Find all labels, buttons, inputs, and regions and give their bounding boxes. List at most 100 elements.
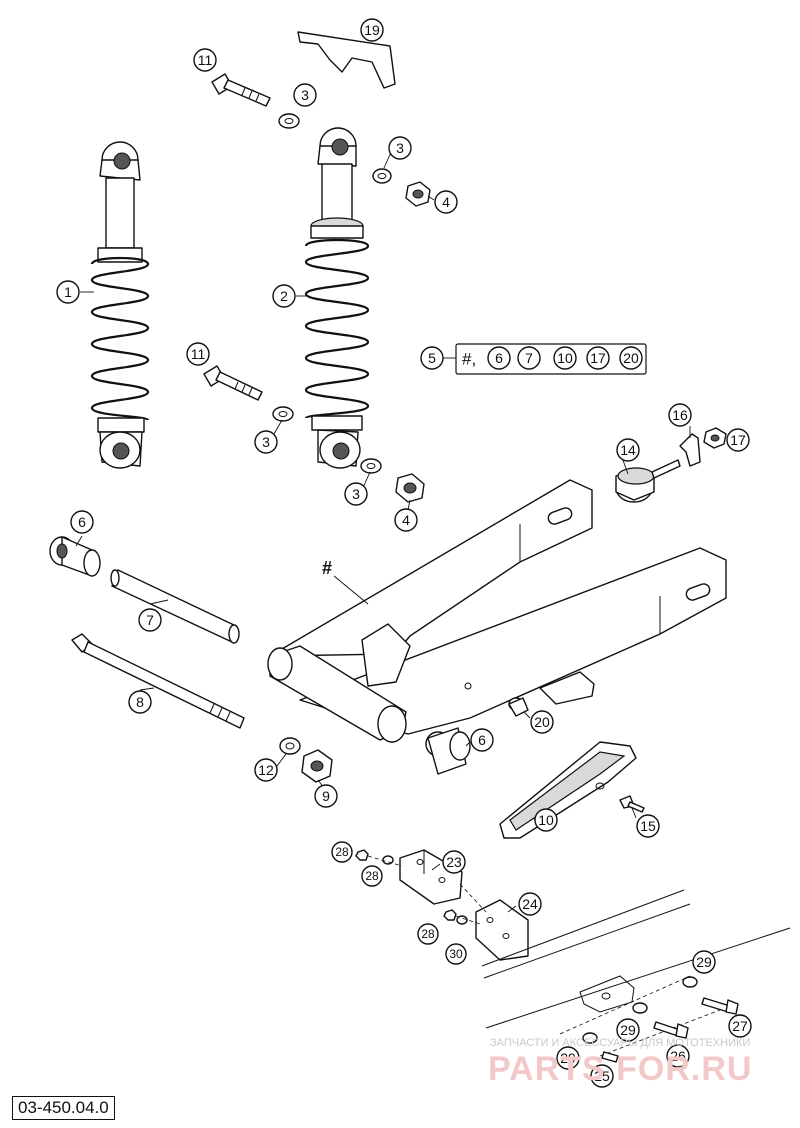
callout-3-lower: 3 xyxy=(344,482,368,506)
callout-3-top: 3 xyxy=(293,83,317,107)
callout-28-a: 28 xyxy=(331,841,353,863)
part-swingarm xyxy=(267,479,727,743)
callout-29-middle: 29 xyxy=(616,1018,640,1042)
svg-text:17: 17 xyxy=(730,432,746,448)
svg-text:3: 3 xyxy=(301,87,309,103)
part-washer-30 xyxy=(456,915,468,925)
callout-25: 25 xyxy=(590,1064,614,1088)
callout-4-lower: 4 xyxy=(394,508,418,532)
callout-12: 12 xyxy=(254,758,278,782)
callout-11-middle: 11 xyxy=(186,342,210,366)
callout-24: 24 xyxy=(518,892,542,916)
part-bracket-24 xyxy=(475,899,529,961)
part-bolt-25 xyxy=(601,1051,619,1063)
svg-text:12: 12 xyxy=(258,762,274,778)
part-shock-absorber-1 xyxy=(90,141,150,469)
kit-item-10: 10 xyxy=(553,346,577,370)
part-bracket-15 xyxy=(679,433,701,467)
svg-text:4: 4 xyxy=(442,194,450,210)
part-bolt-27 xyxy=(701,997,739,1015)
callout-20: 20 xyxy=(530,710,554,734)
svg-text:3: 3 xyxy=(352,486,360,502)
svg-text:1: 1 xyxy=(64,284,72,300)
svg-text:23: 23 xyxy=(446,854,462,870)
part-nut-16 xyxy=(703,427,727,449)
svg-text:3: 3 xyxy=(262,434,270,450)
swingarm-hash-label: # xyxy=(322,558,332,578)
svg-text:29: 29 xyxy=(560,1050,576,1066)
callout-6-right: 6 xyxy=(470,728,494,752)
callout-26: 26 xyxy=(666,1044,690,1068)
callout-15: 16 xyxy=(668,403,692,427)
diagram-code-label: 03-450.04.0 xyxy=(12,1096,115,1120)
watermark-brand: PARTS FOR.RU xyxy=(488,1050,752,1088)
callout-2: 2 xyxy=(272,284,296,308)
svg-text:4: 4 xyxy=(402,512,410,528)
callout-17: 15 xyxy=(636,814,660,838)
callout-28-c: 28 xyxy=(417,923,439,945)
kit-hash-label: #, xyxy=(462,350,476,369)
svg-text:7: 7 xyxy=(146,612,154,628)
svg-text:28: 28 xyxy=(365,869,379,883)
svg-text:2: 2 xyxy=(280,288,288,304)
svg-text:29: 29 xyxy=(696,954,712,970)
part-washer-29-right xyxy=(682,976,698,988)
callout-28-b: 28 xyxy=(361,865,383,887)
callout-8: 8 xyxy=(128,690,152,714)
svg-text:25: 25 xyxy=(594,1068,610,1084)
callout-27: 27 xyxy=(728,1014,752,1038)
svg-text:8: 8 xyxy=(136,694,144,710)
part-bolt-top xyxy=(211,73,271,107)
svg-text:11: 11 xyxy=(198,52,213,68)
kit-item-20: 20 xyxy=(619,346,643,370)
callout-29-left: 29 xyxy=(556,1046,580,1070)
part-shock-absorber-2 xyxy=(304,127,370,469)
part-washer-29-middle xyxy=(632,1002,648,1014)
svg-text:30: 30 xyxy=(449,947,463,961)
part-nut-28-c xyxy=(443,909,457,921)
svg-text:28: 28 xyxy=(335,845,349,859)
svg-text:20: 20 xyxy=(534,714,550,730)
callout-5: 5 xyxy=(420,346,444,370)
part-nut-4-top xyxy=(405,181,431,207)
svg-text:27: 27 xyxy=(732,1018,748,1034)
part-bolt-middle xyxy=(203,365,263,401)
callout-6-left: 6 xyxy=(70,510,94,534)
part-washer-3-top xyxy=(278,113,300,129)
callout-3-middle: 3 xyxy=(254,430,278,454)
callout-29-right: 29 xyxy=(692,950,716,974)
callout-9: 9 xyxy=(314,784,338,808)
kit-item-17: 17 xyxy=(586,346,610,370)
part-washer-3-lower xyxy=(360,458,382,474)
kit-item-7: 7 xyxy=(517,346,541,370)
callout-3-upper-right: 3 xyxy=(388,136,412,160)
svg-text:16: 16 xyxy=(672,407,688,423)
callout-23: 23 xyxy=(442,850,466,874)
svg-text:6: 6 xyxy=(478,732,486,748)
callout-4-top: 4 xyxy=(434,190,458,214)
svg-text:9: 9 xyxy=(322,788,330,804)
part-tube-7 xyxy=(110,569,240,644)
svg-text:11: 11 xyxy=(191,346,206,362)
callout-10: 10 xyxy=(534,808,558,832)
part-washer-3-upper-right xyxy=(372,168,392,184)
svg-text:19: 19 xyxy=(364,22,380,38)
svg-text:15: 15 xyxy=(640,818,656,834)
part-bolt-26 xyxy=(653,1021,689,1039)
svg-text:20: 20 xyxy=(623,350,639,366)
part-chain-guide-10 xyxy=(499,741,637,839)
svg-text:26: 26 xyxy=(670,1048,686,1064)
part-washer-12 xyxy=(279,737,301,755)
part-bush-20 xyxy=(508,697,529,717)
callouts: 19 11 3 3 4 1 2 11 5 16 3 14 17 3 4 6 7 … xyxy=(56,18,752,1088)
svg-text:5: 5 xyxy=(428,350,436,366)
kit-item-6: 6 xyxy=(487,346,511,370)
svg-text:28: 28 xyxy=(421,927,435,941)
svg-text:10: 10 xyxy=(538,812,554,828)
part-washer-29-left xyxy=(582,1032,598,1044)
part-axle-8 xyxy=(71,633,245,729)
svg-text:6: 6 xyxy=(495,350,503,366)
part-bushing-6-left xyxy=(49,536,101,577)
svg-text:10: 10 xyxy=(557,350,573,366)
